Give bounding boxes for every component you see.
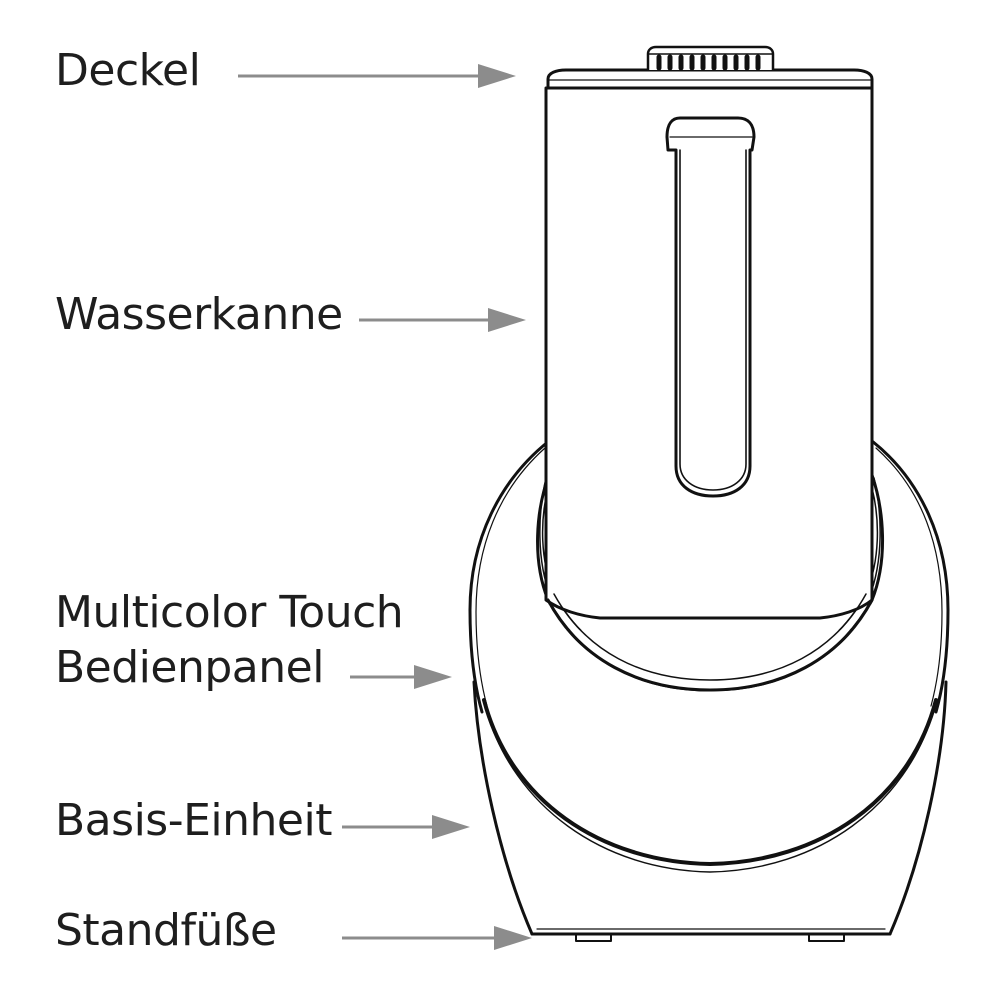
water-jug bbox=[544, 45, 874, 692]
label-touch-panel-line2: Bedienpanel bbox=[55, 642, 324, 693]
lid-cap bbox=[546, 68, 874, 90]
jug-handle bbox=[665, 116, 756, 498]
arrow-touch-panel bbox=[350, 665, 452, 689]
foot-right bbox=[808, 933, 845, 942]
callout-arrows bbox=[238, 64, 532, 950]
label-deckel: Deckel bbox=[55, 45, 201, 96]
arrow-standfuesse bbox=[342, 926, 532, 950]
arrow-basis-einheit bbox=[342, 815, 470, 839]
label-standfuesse: Standfüße bbox=[55, 905, 277, 956]
base-lower-housing bbox=[472, 680, 948, 936]
arrow-wasserkanne bbox=[359, 308, 526, 332]
label-wasserkanne: Wasserkanne bbox=[55, 289, 343, 340]
label-touch-panel-line1: Multicolor Touch bbox=[55, 587, 404, 638]
lid-knob bbox=[646, 45, 775, 72]
touch-panel-ring bbox=[482, 698, 938, 866]
label-basis-einheit: Basis-Einheit bbox=[55, 795, 332, 846]
base-round-shell bbox=[468, 439, 551, 714]
foot-left bbox=[575, 933, 612, 942]
arrow-deckel bbox=[238, 64, 516, 88]
